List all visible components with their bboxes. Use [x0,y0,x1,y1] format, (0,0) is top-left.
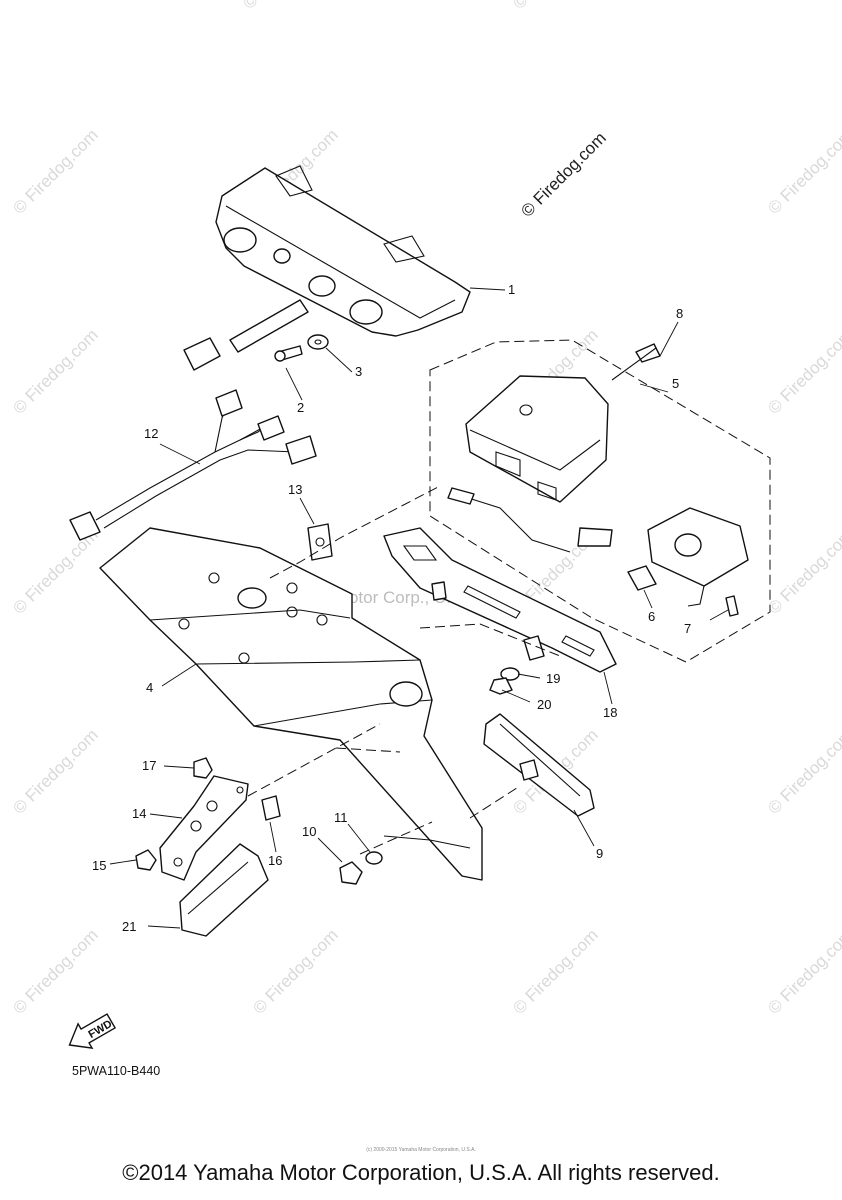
part-14-reflector-bracket [159,775,249,881]
small-credit: (c) 2000-2015 Yamaha Motor Corporation, … [366,1147,476,1153]
diagram-code: 5PWA110-B440 [72,1064,161,1078]
callout-2: 2 [297,400,304,415]
watermark: © Firedog.com [9,325,101,417]
fwd-arrow-icon: FWD [68,1013,117,1050]
watermark: © Firedog.com [249,925,341,1017]
part-1-tail-light-housing [215,165,471,337]
part-18-license-bracket [383,527,617,673]
part-6-bulb [627,565,657,591]
watermark: © Firedog.com [764,725,842,817]
part-13-grommet [307,523,333,561]
copyright-footer: ©2014 Yamaha Motor Corporation, U.S.A. A… [122,1160,720,1185]
part-5-license-light [465,375,609,503]
watermark: © Firedog.com [509,0,601,13]
callout-7: 7 [684,621,691,636]
watermark-prominent: © Firedog.com [517,128,609,220]
callout-labels: 1 2 3 4 5 6 7 8 9 10 11 12 13 14 15 16 1… [92,282,691,934]
callout-21: 21 [122,919,136,934]
bulb-socket-lead [183,299,309,371]
callout-18: 18 [603,705,617,720]
callout-8: 8 [676,306,683,321]
watermark: © Firedog.com [9,725,101,817]
callout-16: 16 [268,853,282,868]
part-4-fender-bracket [99,527,483,881]
watermark: © Firedog.com [764,125,842,217]
part-7-screw [725,595,739,617]
leader-lines [109,287,729,929]
callout-20: 20 [537,697,551,712]
part-15-nut [135,849,157,871]
watermark: © Firedog.com [9,525,101,617]
callout-6: 6 [648,609,655,624]
watermark: © Firedog.com [9,125,101,217]
callout-17: 17 [142,758,156,773]
part-12-wire-harness [69,389,317,541]
callout-1: 1 [508,282,515,297]
callout-3: 3 [355,364,362,379]
callout-14: 14 [132,806,146,821]
part-21-side-reflector [179,843,269,937]
callout-5: 5 [672,376,679,391]
watermark: © Firedog.com [9,925,101,1017]
assembly-guides [247,485,561,855]
watermark: © Firedog.com [764,325,842,417]
light-lead-wire [447,487,613,553]
watermark: © Firedog.com [764,525,842,617]
callout-12: 12 [144,426,158,441]
part-10-nut [339,861,363,885]
callout-10: 10 [302,824,316,839]
callout-19: 19 [546,671,560,686]
callout-9: 9 [596,846,603,861]
fwd-label: FWD [87,1018,115,1041]
watermark: © Firedog.com [509,925,601,1017]
part-16-screw [261,795,281,821]
callout-11: 11 [334,810,348,825]
watermark: © Firedog.com [764,925,842,1017]
watermark: © Firedog.com [239,0,331,13]
callout-4: 4 [146,680,153,695]
part-9-reflector [483,713,595,817]
part-2-screw [274,345,303,362]
callout-13: 13 [288,482,302,497]
part-8-screw [611,343,661,381]
callout-15: 15 [92,858,106,873]
part-17-nut [193,757,213,779]
socket-assembly [647,507,749,607]
bolt-19 [431,581,545,661]
part-3-washer [307,334,329,350]
part-11-washer [365,851,383,865]
assembly-5-boundary [429,339,771,663]
